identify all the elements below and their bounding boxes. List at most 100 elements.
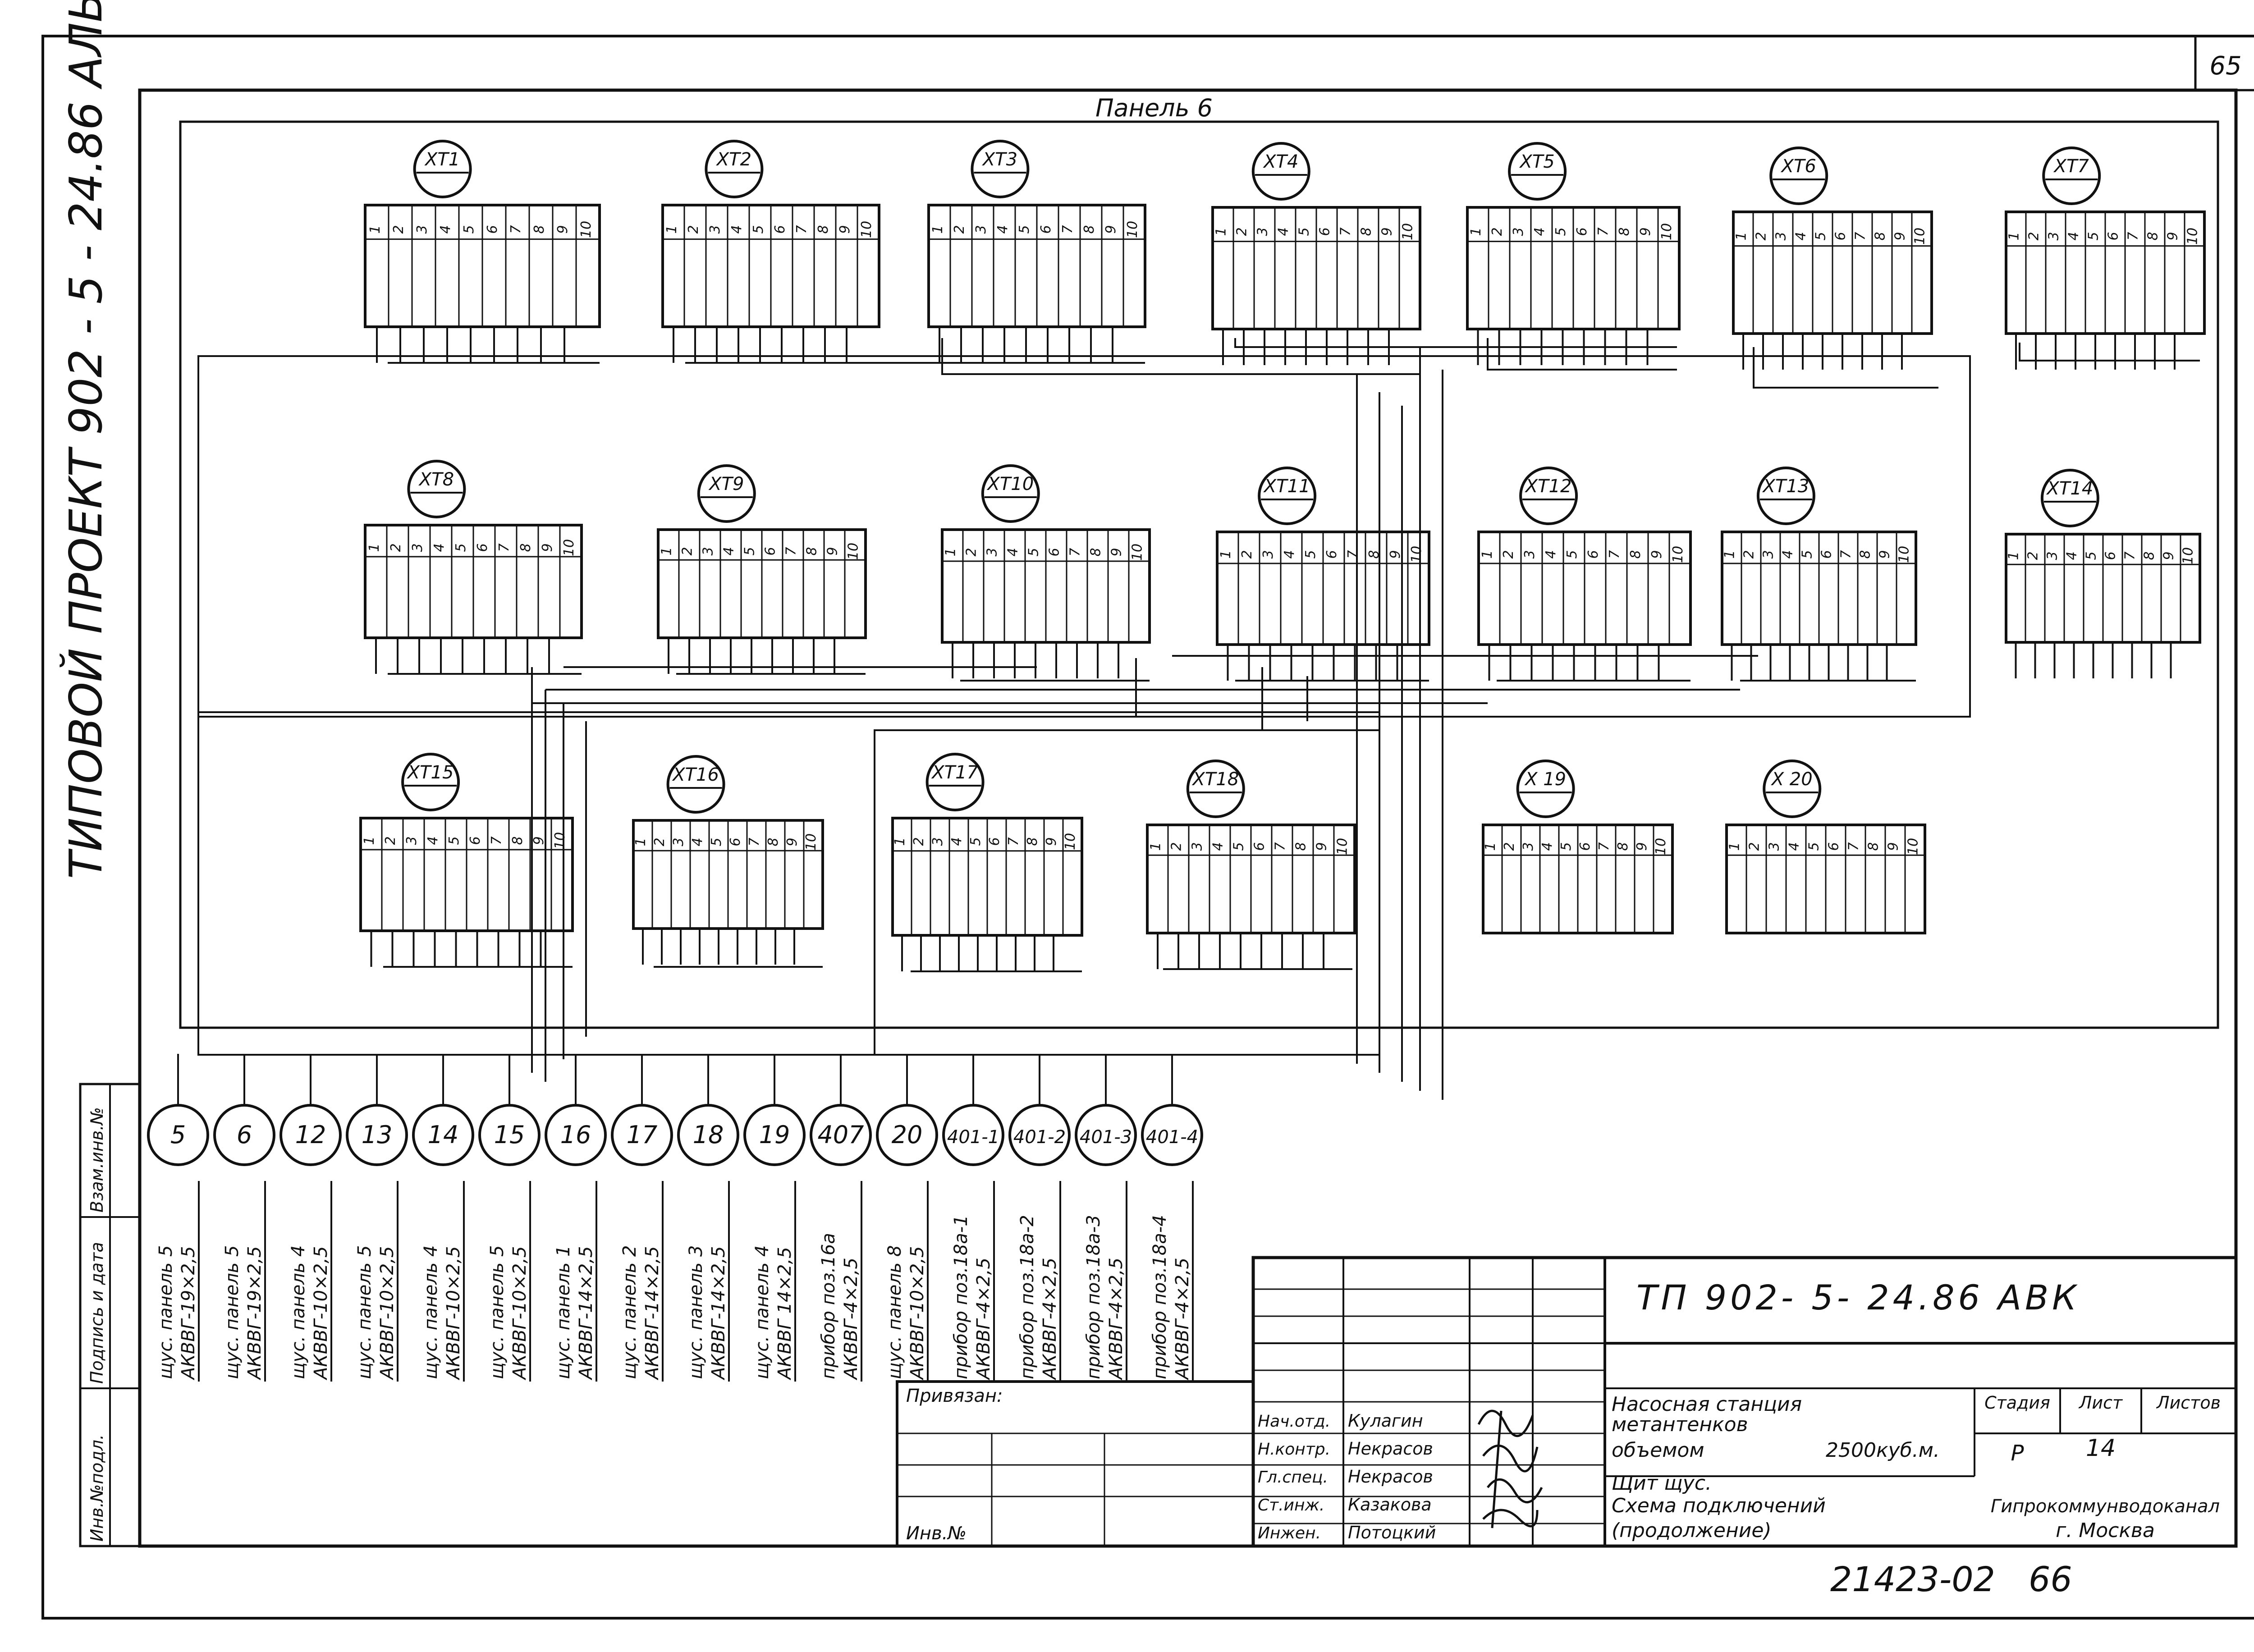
terminal-number: 5 [1806,842,1822,851]
cable-destination: щус. панель 5 [354,1245,375,1380]
corner-box [2194,35,2254,92]
terminal-number: 4 [431,543,447,552]
terminal-number: 3 [414,225,430,233]
block-id: Х 19 [1524,769,1566,790]
block-tag-circle [1508,142,1567,201]
terminal-number: 3 [1773,232,1789,240]
block-id: ХТ3 [982,149,1017,170]
terminal-number: 6 [1574,227,1590,236]
terminal-number: 1 [892,837,908,846]
cable-type: АКВВГ-19×2,5 [178,1246,199,1381]
terminal-number: 5 [1297,227,1312,236]
object-line-3b: 2500куб.м. [1826,1439,1940,1462]
outer-border [41,35,2254,1620]
wire-run [388,673,1916,682]
wire-run [383,966,1352,972]
cable-type: АКВВГ-10×2,5 [509,1246,530,1381]
terminal-number: 4 [1282,550,1297,558]
terminal-number: 3 [1255,227,1271,236]
terminal-number: 3 [930,837,946,846]
panel-enclosure [179,120,2219,1029]
terminal-number: 5 [2084,551,2099,560]
terminal-number: 6 [1585,550,1601,558]
block-id: ХТ13 [1762,476,1810,497]
terminal-number: 4 [1276,227,1292,236]
bus-loop-upper [197,355,1971,718]
signatures [1477,1409,1543,1528]
cable-type: АКВВГ-10×2,5 [311,1246,331,1381]
terminal-number: 2 [652,837,668,846]
terminal-number: 6 [485,225,500,233]
terminal-number: 2 [1169,842,1185,851]
cable-type: АКВВГ-10×2,5 [907,1246,928,1381]
role-name: Казакова [1348,1495,1432,1515]
terminal-number: 3 [2046,232,2062,240]
terminal-number: 7 [1067,548,1083,556]
cable-number: 401-2 [1013,1127,1066,1148]
sheets-header: Листов [2156,1393,2221,1413]
terminal-number: 4 [1793,232,1809,240]
terminal-number: 9 [1103,225,1119,233]
block-id: ХТ18 [1191,769,1239,790]
cable-destination: щус. панель 5 [222,1245,243,1380]
cable-destination: прибор поз.16а [818,1233,839,1379]
strip-replace-label: Взам.инв.№ [87,1107,107,1213]
terminal-number: 5 [1553,227,1569,236]
cable-destination: щус. панель 4 [421,1245,441,1380]
terminal-number: 8 [2145,232,2161,240]
cable-number: 401-4 [1146,1127,1198,1148]
cable-number: 407 [817,1121,864,1149]
terminal-number: 7 [783,547,799,555]
terminal-number: 10 [1063,833,1078,850]
terminal-number: 9 [837,225,853,233]
terminal-number: 7 [1595,227,1611,236]
block-id: ХТ5 [1519,151,1554,172]
terminal-number: 7 [2125,232,2141,240]
terminal-number: 3 [671,837,687,846]
block-id: ХТ14 [2046,478,2094,499]
block-tag-circle [2042,146,2101,205]
terminal-number: 9 [1109,548,1125,556]
block-tag-circle [666,755,725,814]
terminal-number: 10 [1905,838,1921,855]
terminal-number: 6 [467,836,483,845]
terminal-number: 6 [2103,551,2119,560]
terminal-number: 1 [2006,232,2022,240]
wire-run [388,338,1677,375]
block-tag-circle [407,460,466,518]
terminal-number: 3 [973,225,989,233]
terminal-number: 10 [552,832,568,849]
side-caption: ТИПОВОЙ ПРОЕКТ 902 - 5 - 24.86 АЛЬБОМ II [60,0,112,879]
terminal-number: 1 [659,547,675,555]
stage-header: Стадия [1984,1393,2050,1413]
privyazan-label: Привязан: [906,1386,1003,1406]
terminal-number: 7 [1006,837,1022,846]
terminal-number: 8 [1366,550,1382,558]
block-id: ХТ17 [931,762,978,783]
terminal-number: 5 [1017,225,1032,233]
cable-number: 17 [627,1121,658,1149]
terminal-number: 2 [1489,227,1505,236]
terminal-number: 9 [540,543,555,552]
terminal-number: 7 [489,836,504,845]
wire-run [531,667,587,1082]
terminal-number: 6 [1577,842,1593,851]
cable-destination: прибор поз.18а-4 [1150,1215,1170,1379]
terminal-number: 4 [995,225,1011,233]
terminal-number: 9 [555,225,571,233]
cable-number: 401-3 [1080,1127,1132,1148]
terminal-number: 4 [425,836,441,845]
cable-destination: щус. панель 5 [487,1245,508,1380]
